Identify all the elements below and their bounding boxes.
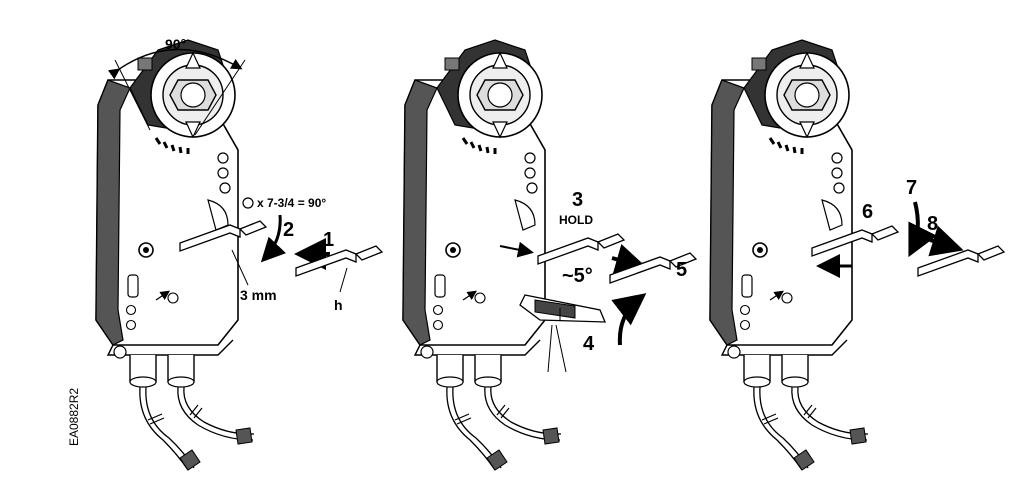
hold-label: HOLD (559, 213, 593, 227)
step-7: 7 (906, 177, 917, 199)
step-5: 5 (676, 259, 687, 281)
hex-key-hold (537, 233, 625, 265)
step-4: 4 (583, 333, 595, 355)
step-3: 3 (572, 189, 583, 211)
actuator-panel-2 (403, 40, 561, 470)
hex-key-loose (295, 245, 383, 277)
turn-arrow-2 (260, 214, 287, 263)
manual-tool (519, 294, 606, 323)
angle-small: ~5° (562, 265, 593, 287)
document-code: EA0882R2 (67, 388, 81, 446)
remove-arrow-8 (928, 225, 964, 257)
rotate-arrow-4 (611, 293, 647, 346)
tool-label: h (334, 297, 343, 313)
rotation-arc (107, 48, 243, 80)
step-1: 1 (323, 229, 334, 251)
hex-key-final (917, 245, 1005, 277)
wrench-size: 3 mm (240, 287, 277, 303)
rotation-formula: x 7-3/4 = 90° (257, 196, 326, 210)
actuator-panel-1 (96, 40, 254, 470)
angle-label: 90° (165, 36, 186, 52)
release-arrow-5 (611, 244, 648, 275)
step-6: 6 (862, 201, 873, 223)
step-2: 2 (283, 219, 294, 241)
actuator-panel-3 (710, 40, 868, 470)
rotation-icon (242, 197, 254, 209)
turn-arrow-7 (908, 201, 938, 258)
step-8: 8 (927, 213, 938, 235)
